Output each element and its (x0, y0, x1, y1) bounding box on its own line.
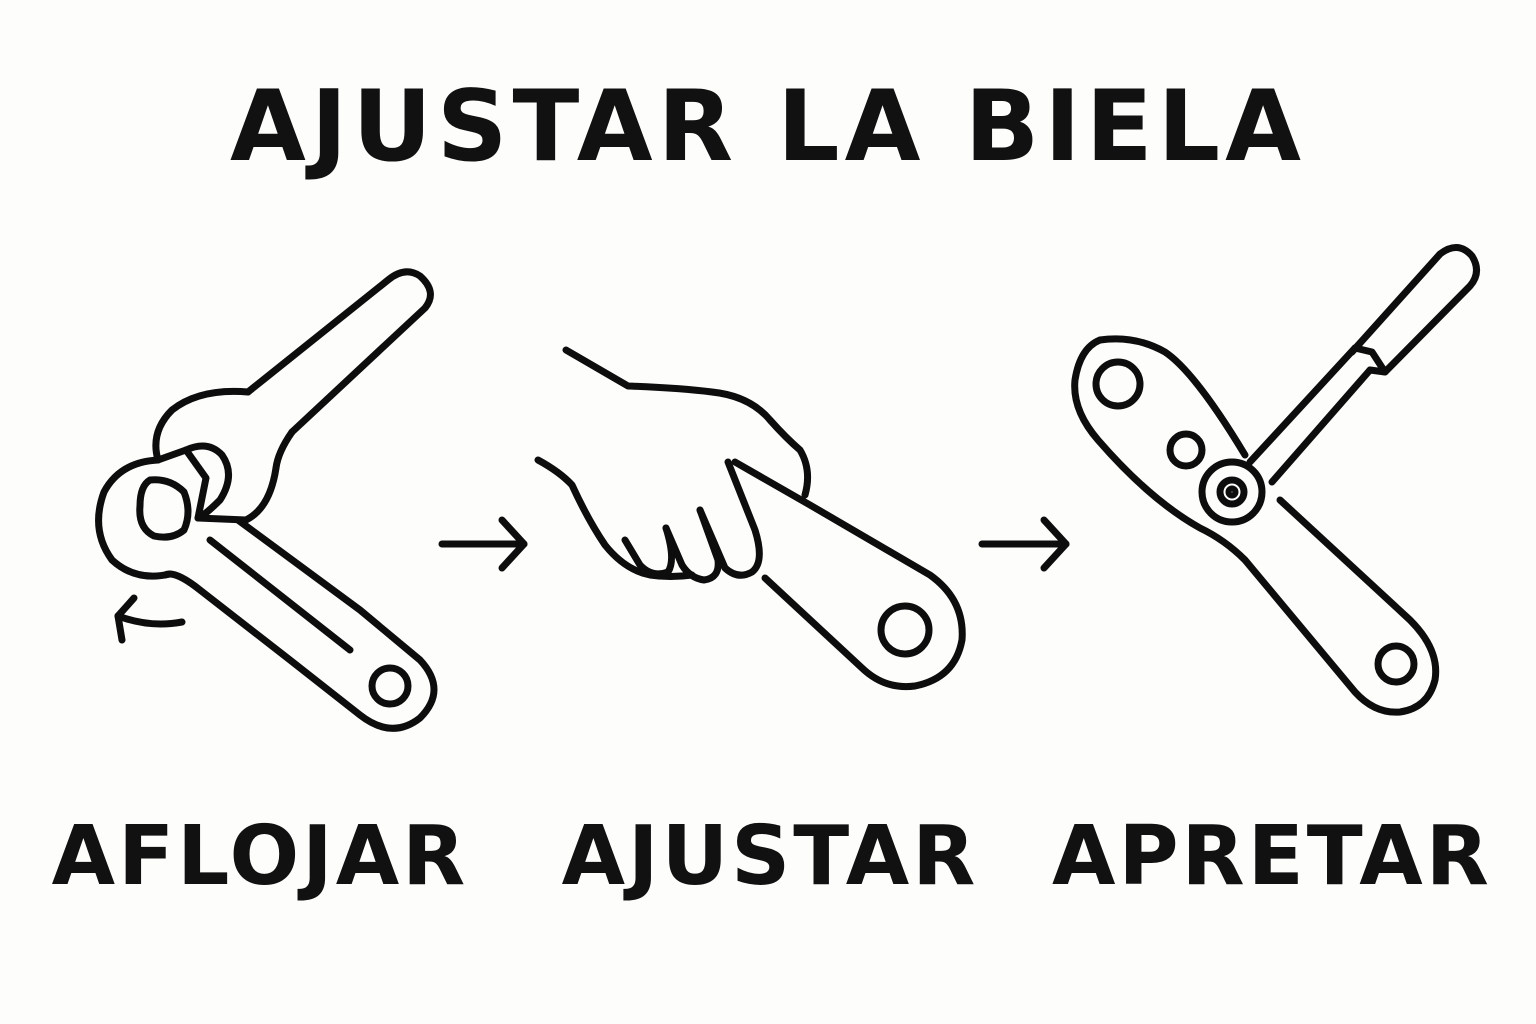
wrench-loosening-crank-icon (95, 268, 438, 732)
arrow-right-icon (438, 516, 528, 572)
hand-adjusting-crank-icon (534, 346, 966, 691)
step-label-ajustar: AJUSTAR (561, 809, 979, 904)
tool-tightening-crank-icon (1071, 244, 1480, 716)
arrow-right-icon (978, 516, 1070, 572)
page-title: AJUSTAR LA BIELA (230, 70, 1306, 184)
step-label-aflojar: AFLOJAR (51, 809, 469, 904)
step-label-apretar: APRETAR (1052, 809, 1492, 904)
